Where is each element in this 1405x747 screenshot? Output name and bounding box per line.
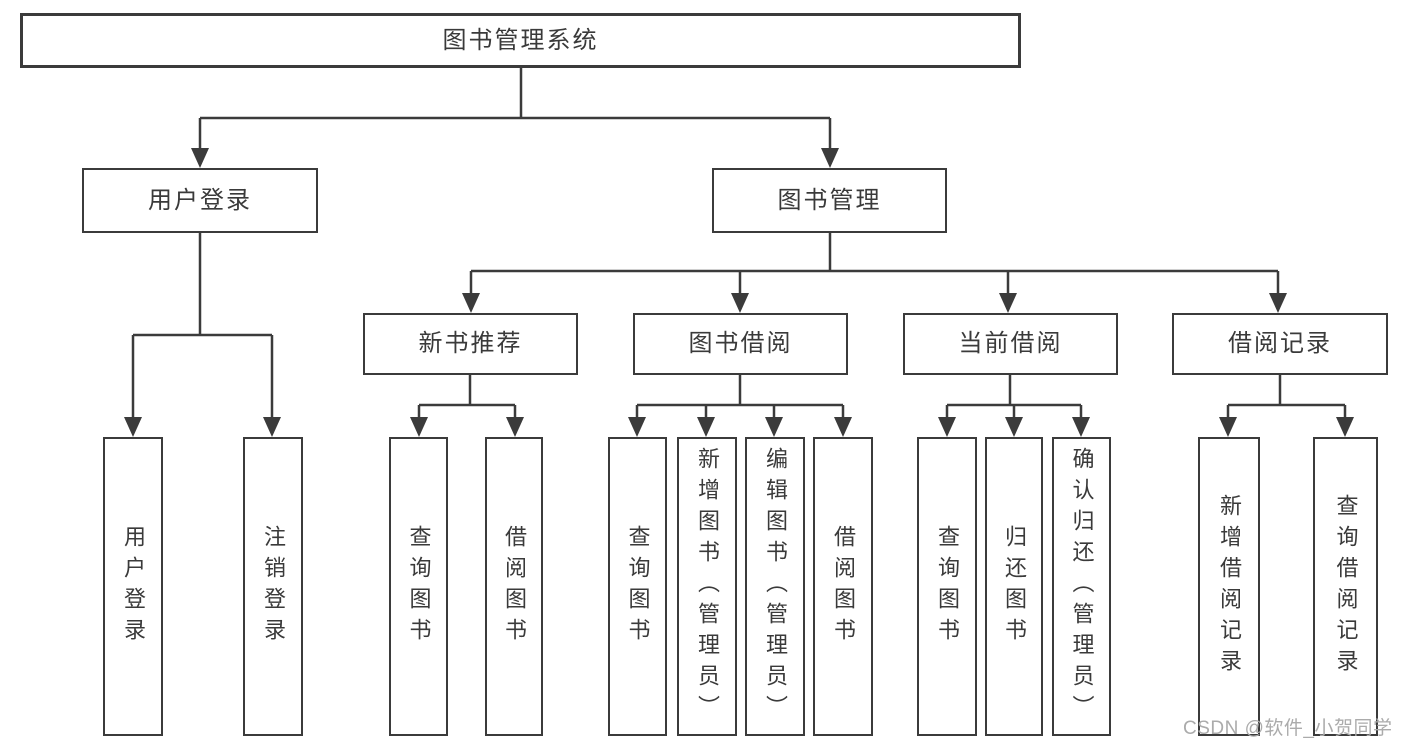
arrowhead-icon [938, 417, 956, 437]
arrowhead-icon [1005, 417, 1023, 437]
node-label: 查询借阅记录 [1333, 493, 1359, 680]
arrowhead-icon [124, 417, 142, 437]
leaf-cb-return-book: 归还图书 [985, 437, 1043, 736]
arrowhead-icon [1269, 293, 1287, 313]
leaf-cb-query-book: 查询图书 [917, 437, 977, 736]
node-label: 借阅图书 [502, 524, 527, 649]
leaf-bb-borrow-book: 借阅图书 [813, 437, 873, 736]
node-book-borrow: 图书借阅 [633, 313, 848, 375]
node-label: 编辑图书（管理员） [763, 447, 788, 726]
node-label: 用户登录 [121, 524, 146, 649]
arrowhead-icon [191, 148, 209, 168]
leaf-nb-query-book: 查询图书 [389, 437, 448, 736]
node-label: 借阅图书 [831, 524, 856, 649]
node-label: 注销登录 [261, 524, 286, 649]
node-label: 当前借阅 [958, 330, 1063, 357]
arrowhead-icon [1219, 417, 1237, 437]
node-label: 新书推荐 [418, 330, 523, 357]
node-current-borrow: 当前借阅 [903, 313, 1118, 375]
node-label: 借阅记录 [1228, 330, 1332, 357]
csdn-watermark: CSDN @软件_小贺同学 [1183, 718, 1393, 739]
node-label: 查询图书 [625, 524, 651, 649]
arrowhead-icon [834, 417, 852, 437]
arrowhead-icon [731, 293, 749, 313]
arrowhead-icon [410, 417, 428, 437]
leaf-br-add-record: 新增借阅记录 [1198, 437, 1260, 736]
arrowhead-icon [1072, 417, 1090, 437]
node-label: 查询图书 [935, 524, 960, 649]
node-label: 图书借阅 [688, 330, 793, 357]
leaf-bb-query-book: 查询图书 [608, 437, 667, 736]
arrowhead-icon [999, 293, 1017, 313]
leaf-cb-confirm-return-admin: 确认归还（管理员） [1052, 437, 1111, 736]
node-borrow-record: 借阅记录 [1172, 313, 1388, 375]
leaf-logout: 注销登录 [243, 437, 303, 736]
node-user-login: 用户登录 [82, 168, 318, 233]
node-book-management: 图书管理 [712, 168, 947, 233]
arrowhead-icon [765, 417, 783, 437]
arrowhead-icon [506, 417, 524, 437]
arrowhead-icon [263, 417, 281, 437]
arrowhead-icon [697, 417, 715, 437]
node-label: 新增图书（管理员） [695, 447, 720, 726]
leaf-bb-add-book-admin: 新增图书（管理员） [677, 437, 737, 736]
node-label: 归还图书 [1002, 524, 1027, 649]
leaf-bb-edit-book-admin: 编辑图书（管理员） [745, 437, 805, 736]
node-label: 图书管理系统 [442, 26, 599, 54]
node-label: 新增借阅记录 [1217, 493, 1242, 680]
arrowhead-icon [821, 148, 839, 168]
node-library-management-system: 图书管理系统 [20, 13, 1021, 68]
node-new-book-recommend: 新书推荐 [363, 313, 578, 375]
arrowhead-icon [1336, 417, 1354, 437]
leaf-br-query-record: 查询借阅记录 [1313, 437, 1378, 736]
arrowhead-icon [628, 417, 646, 437]
arrowhead-icon [462, 293, 480, 313]
node-label: 查询图书 [406, 524, 432, 649]
node-label: 用户登录 [148, 186, 252, 214]
node-label: 图书管理 [777, 186, 882, 214]
node-label: 确认归还（管理员） [1069, 447, 1095, 726]
leaf-nb-borrow-book: 借阅图书 [485, 437, 543, 736]
leaf-user-login: 用户登录 [103, 437, 163, 736]
